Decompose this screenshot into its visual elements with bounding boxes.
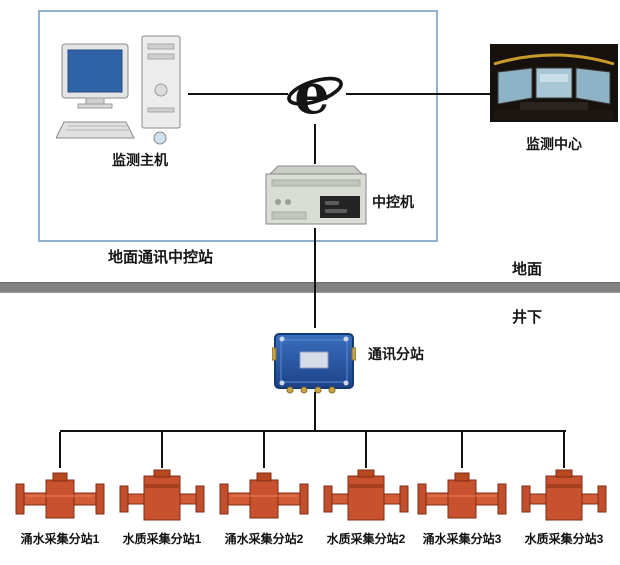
device-label: 涌水采集分站2 — [224, 532, 304, 546]
desktop-computer-icon — [55, 30, 186, 153]
flowmeter-icon — [412, 468, 512, 526]
control-server-icon — [264, 164, 368, 233]
drop-line-4 — [365, 432, 367, 468]
line-internet-to-center — [346, 93, 490, 95]
surface-label: 地面 — [512, 261, 543, 278]
device-label: 水质采集分站2 — [326, 532, 406, 546]
quality-sensor-icon — [316, 468, 416, 526]
flowmeter-icon — [10, 468, 110, 526]
underground-label: 井下 — [512, 309, 543, 326]
device-label: 涌水采集分站1 — [20, 532, 100, 546]
monitoring-center-image — [490, 44, 618, 127]
line-substation-to-bus — [314, 392, 316, 432]
svg-text:e: e — [294, 61, 330, 126]
ground-station-label: 地面通讯中控站 — [108, 249, 214, 266]
line-server-to-substation — [314, 228, 316, 328]
substation-box-icon — [271, 328, 357, 399]
quality-sensor-icon — [112, 468, 212, 526]
quality-sensor-icon — [514, 468, 614, 526]
line-host-to-internet — [188, 93, 288, 95]
server-label: 中控机 — [372, 194, 414, 210]
device-label: 水质采集分站1 — [122, 532, 202, 546]
host-label: 监测主机 — [112, 152, 168, 168]
line-internet-to-server — [314, 124, 316, 164]
ground-station-frame — [38, 10, 438, 242]
drop-line-1 — [59, 432, 61, 468]
internet-e-icon: e — [286, 60, 344, 131]
drop-line-3 — [263, 432, 265, 468]
surface-divider-bar — [0, 282, 620, 293]
device-label: 涌水采集分站3 — [422, 532, 502, 546]
drop-line-5 — [461, 432, 463, 468]
device-label: 水质采集分站3 — [524, 532, 604, 546]
center-label: 监测中心 — [526, 136, 582, 152]
substation-label: 通讯分站 — [368, 346, 424, 362]
bus-line — [60, 430, 566, 432]
flowmeter-icon — [214, 468, 314, 526]
drop-line-2 — [161, 432, 163, 468]
drop-line-6 — [563, 432, 565, 468]
